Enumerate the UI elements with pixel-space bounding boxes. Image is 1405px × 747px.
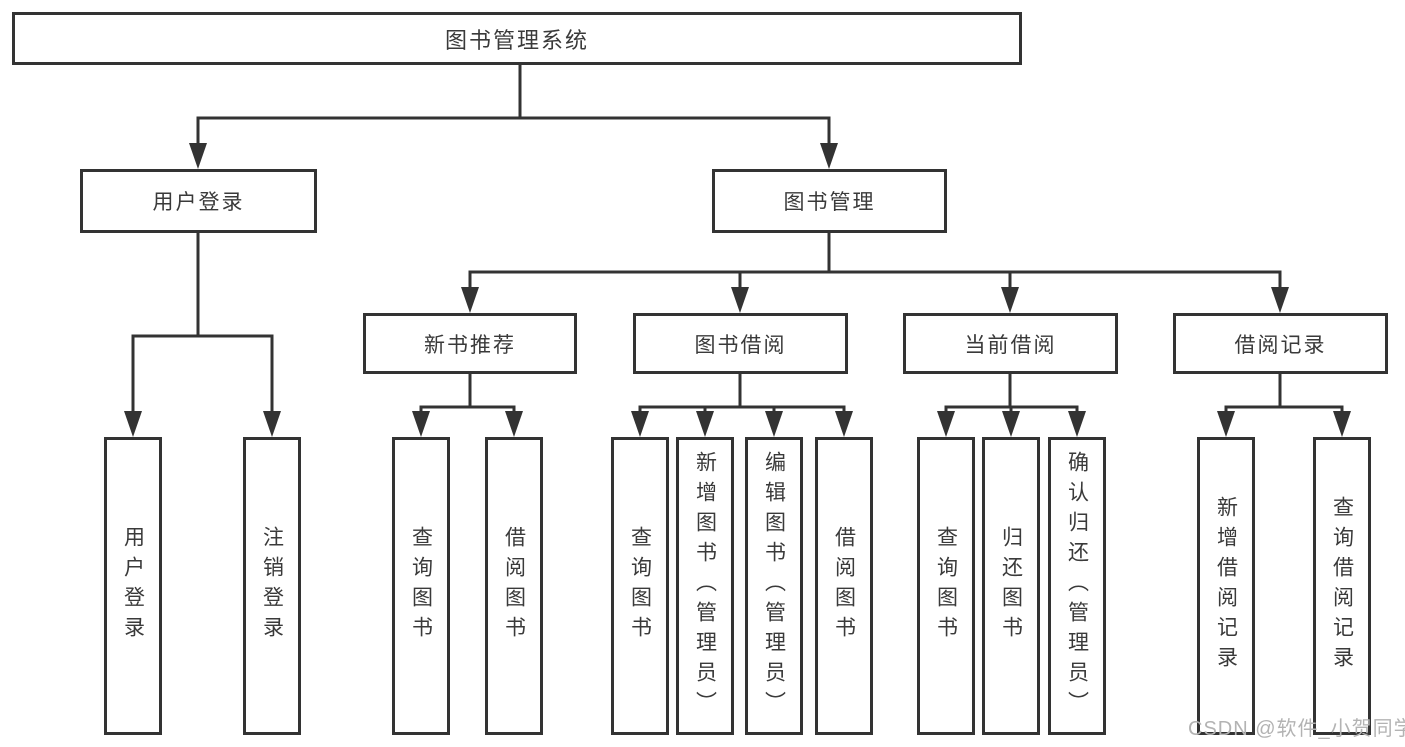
leaf-user-login: 用户登录 [104,437,162,735]
leaf-label: 查询图书 [934,526,958,646]
leaf-borrow-books-borrowing: 借阅图书 [815,437,873,735]
leaf-label: 编辑图书（管理员） [762,451,786,721]
leaf-query-books-borrowing: 查询图书 [611,437,669,735]
node-label: 用户登录 [152,191,245,214]
node-library-management-system: 图书管理系统 [12,12,1022,65]
leaf-logout: 注销登录 [243,437,301,735]
leaf-query-books-current: 查询图书 [917,437,975,735]
leaf-label: 查询借阅记录 [1330,496,1354,676]
node-label: 新书推荐 [424,333,516,357]
leaf-label: 借阅图书 [502,526,526,646]
node-label: 图书管理 [783,191,876,214]
node-book-management: 图书管理 [712,169,947,233]
leaf-label: 确认归还（管理员） [1065,451,1089,721]
node-new-book-recommend: 新书推荐 [363,313,577,374]
csdn-watermark: CSDN @软件_小贺同学 [1188,718,1405,740]
leaf-borrow-books-recommend: 借阅图书 [485,437,543,735]
leaf-query-books-recommend: 查询图书 [392,437,450,735]
leaf-return-book: 归还图书 [982,437,1040,735]
node-label: 图书管理系统 [444,27,589,53]
leaf-label: 借阅图书 [832,526,856,646]
node-book-borrowing: 图书借阅 [633,313,848,374]
node-borrowing-records: 借阅记录 [1173,313,1388,374]
leaf-label: 查询图书 [409,526,433,646]
node-label: 图书借阅 [694,333,787,357]
node-label: 借阅记录 [1234,333,1327,357]
leaf-label: 归还图书 [999,526,1023,646]
node-user-login: 用户登录 [80,169,317,233]
leaf-add-book-admin: 新增图书（管理员） [676,437,734,735]
leaf-label: 用户登录 [121,526,145,646]
leaf-confirm-return-admin: 确认归还（管理员） [1048,437,1106,735]
leaf-label: 新增借阅记录 [1214,496,1238,676]
leaf-label: 新增图书（管理员） [693,451,717,721]
leaf-label: 查询图书 [628,526,652,646]
leaf-label: 注销登录 [260,526,284,646]
node-label: 当前借阅 [964,333,1057,357]
leaf-add-borrow-record: 新增借阅记录 [1197,437,1255,735]
leaf-edit-book-admin: 编辑图书（管理员） [745,437,803,735]
node-current-borrowing: 当前借阅 [903,313,1118,374]
leaf-query-borrow-record: 查询借阅记录 [1313,437,1371,735]
